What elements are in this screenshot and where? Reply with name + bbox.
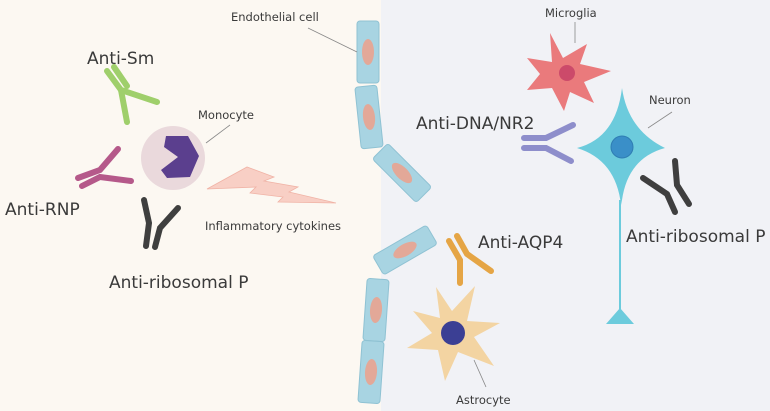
anti-dna-nr2-antibody-icon	[521, 122, 576, 164]
monocyte-pointer-line	[205, 124, 231, 144]
anti-ribosomal-p-left-label: Anti-ribosomal P	[109, 273, 248, 293]
astrocyte-icon	[407, 286, 500, 381]
microglia-label: Microglia	[545, 6, 597, 20]
endothelial-cell	[362, 278, 390, 342]
microglia-icon	[527, 33, 611, 111]
neuron-pointer-line	[647, 111, 673, 129]
periphery-background	[0, 0, 381, 411]
anti-ribosomal-p-right-label: Anti-ribosomal P	[626, 227, 765, 247]
anti-ribosomal-p-right-antibody-icon	[640, 158, 692, 215]
inflammatory-cytokines-label: Inflammatory cytokines	[205, 219, 341, 233]
endothelial-barrier	[354, 20, 437, 404]
endothelial-cell	[373, 225, 437, 275]
astrocyte-pointer-line	[473, 359, 487, 388]
anti-aqp4-antibody-icon	[446, 233, 494, 286]
endothelial-cell	[356, 20, 380, 84]
anti-sm-antibody-icon	[104, 64, 160, 125]
endothelial-cell	[354, 84, 384, 150]
monocyte-icon	[141, 126, 205, 190]
anti-ribosomal-p-left-antibody-icon	[141, 197, 181, 250]
anti-rnp-antibody-icon	[75, 146, 134, 189]
endothelial-cell	[357, 340, 385, 404]
neuron-label: Neuron	[649, 93, 691, 107]
astrocyte-label: Astrocyte	[456, 393, 511, 407]
inflammatory-cytokines-icon	[206, 166, 337, 204]
anti-dna-nr2-label: Anti-DNA/NR2	[416, 114, 534, 134]
anti-aqp4-label: Anti-AQP4	[478, 233, 563, 253]
monocyte-label: Monocyte	[198, 108, 254, 122]
anti-sm-label: Anti-Sm	[87, 49, 154, 69]
endothelial-cell	[373, 144, 431, 202]
neuron-icon	[577, 88, 665, 324]
endothelial-cell-label: Endothelial cell	[231, 10, 319, 24]
endothelial-pointer-line	[307, 27, 358, 53]
anti-rnp-label: Anti-RNP	[5, 200, 80, 220]
